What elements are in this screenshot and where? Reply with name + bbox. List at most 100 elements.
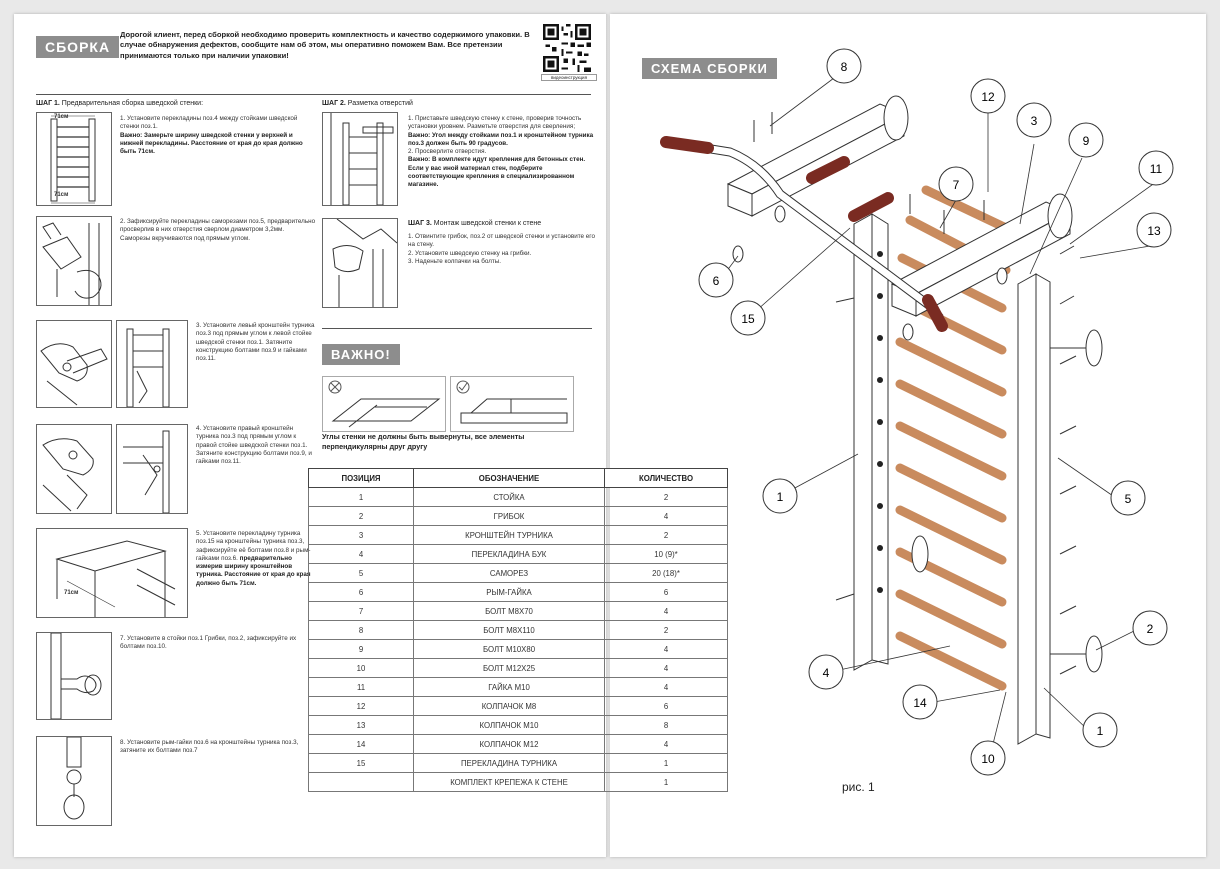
cell-designation: ПЕРЕКЛАДИНА ТУРНИКА: [413, 753, 605, 773]
assembly-tag: СБОРКА: [36, 36, 120, 58]
step1-4-image-a: [36, 424, 112, 514]
cell-quantity: 4: [604, 639, 728, 659]
step1-4-image-b: [116, 424, 188, 514]
svg-text:3: 3: [1031, 114, 1038, 128]
s5-dim: 71см: [64, 590, 79, 596]
qr-code[interactable]: [543, 24, 591, 72]
cell-position: 11: [308, 677, 414, 697]
step-divider: [322, 328, 592, 329]
step1-5-image: [36, 528, 188, 618]
callout-1-top: 1: [762, 478, 798, 514]
step3-heading: ШАГ 3. Монтаж шведской стенки к стене: [408, 220, 542, 227]
step1-3-image-a: [36, 320, 112, 408]
wall-mushrooms: [911, 329, 1103, 673]
cell-position: 15: [308, 753, 414, 773]
svg-text:14: 14: [913, 696, 927, 710]
cell-designation: БОЛТ М12Х25: [413, 658, 605, 678]
cell-position: 6: [308, 582, 414, 602]
s7-text: 7. Установите в стойки поз.1 Грибки, поз…: [120, 635, 297, 651]
cell-quantity: 4: [604, 601, 728, 621]
svg-text:15: 15: [741, 312, 755, 326]
step1-3-image-b: [116, 320, 188, 408]
cell-quantity: 6: [604, 582, 728, 602]
st2-text: 1. Приставьте шведскую стенку к стене, п…: [408, 115, 594, 189]
cell-designation: БОЛТ М8Х70: [413, 601, 605, 621]
cell-position: 1: [308, 487, 414, 507]
callout-7: 7: [938, 166, 974, 202]
page-spine: [606, 14, 610, 857]
callout-4: 4: [808, 654, 844, 690]
step1-heading: ШАГ 1. Предварительная сборка шведской с…: [36, 100, 204, 107]
step1-7-image: [36, 632, 112, 720]
figure-caption: рис. 1: [842, 780, 875, 794]
callout-5: 5: [1110, 480, 1146, 516]
step1-2-image: [36, 216, 112, 306]
cell-position: 14: [308, 734, 414, 754]
cell-position: 13: [308, 715, 414, 735]
cell-designation: КОМПЛЕКТ КРЕПЕЖА К СТЕНЕ: [413, 772, 605, 792]
s5-text: 5. Установите перекладину турника поз.15…: [196, 530, 311, 587]
st3-text: 1. Отвинтите грибок, поз.2 от шведской с…: [408, 233, 595, 265]
cell-quantity: 8: [604, 715, 728, 735]
table-header-row: ПОЗИЦИЯ ОБОЗНАЧЕНИЕ КОЛИЧЕСТВО: [308, 468, 728, 488]
left-post: [853, 213, 889, 671]
callout-2: 2: [1132, 610, 1168, 646]
bracket-right: [890, 193, 1073, 317]
cell-position: 5: [308, 563, 414, 583]
cell-designation: СТОЙКА: [413, 487, 605, 507]
step3-image: [322, 218, 398, 308]
cell-designation: КОЛПАЧОК М10: [413, 715, 605, 735]
cell-designation: БОЛТ М10Х80: [413, 639, 605, 659]
s1-text: 1. Установите перекладины поз.4 между ст…: [120, 115, 303, 156]
callout-6: 6: [698, 262, 734, 298]
cell-position: 4: [308, 544, 414, 564]
right-page: СХЕМА СБОРКИ: [610, 14, 1206, 857]
svg-text:8: 8: [841, 60, 848, 74]
cell-designation: ГРИБОК: [413, 506, 605, 526]
cell-designation: КОЛПАЧОК М12: [413, 734, 605, 754]
cell-designation: ГАЙКА М10: [413, 677, 605, 697]
callout-10: 10: [970, 740, 1006, 776]
cell-quantity: 1: [604, 753, 728, 773]
cell-quantity: 10 (9)*: [604, 544, 728, 564]
intro-text: Дорогой клиент, перед сборкой необходимо…: [120, 30, 530, 60]
s1-dim-top: 71см: [54, 114, 69, 120]
col-designation: ОБОЗНАЧЕНИЕ: [413, 468, 605, 488]
cell-quantity: 6: [604, 696, 728, 716]
cell-quantity: 2: [604, 487, 728, 507]
wrong-corner-image: [322, 376, 446, 432]
rungs: [895, 253, 1007, 691]
cell-position: 12: [308, 696, 414, 716]
top-divider: [36, 94, 591, 95]
svg-text:2: 2: [1147, 622, 1154, 636]
cell-position: 9: [308, 639, 414, 659]
cell-designation: ПЕРЕКЛАДИНА БУК: [413, 544, 605, 564]
post-holes: [877, 251, 883, 593]
ring-nuts: [732, 205, 1008, 341]
col-position: ПОЗИЦИЯ: [308, 468, 414, 488]
svg-text:6: 6: [713, 274, 720, 288]
callout-12: 12: [970, 78, 1006, 114]
cell-quantity: 4: [604, 506, 728, 526]
callout-8: 8: [826, 48, 862, 84]
cell-designation: БОЛТ М8Х110: [413, 620, 605, 640]
svg-text:4: 4: [823, 666, 830, 680]
svg-text:11: 11: [1150, 162, 1163, 176]
cell-designation: КОЛПАЧОК М8: [413, 696, 605, 716]
cell-position: 8: [308, 620, 414, 640]
callout-3: 3: [1016, 102, 1052, 138]
pullup-bar: [660, 136, 948, 332]
svg-text:12: 12: [981, 90, 995, 104]
